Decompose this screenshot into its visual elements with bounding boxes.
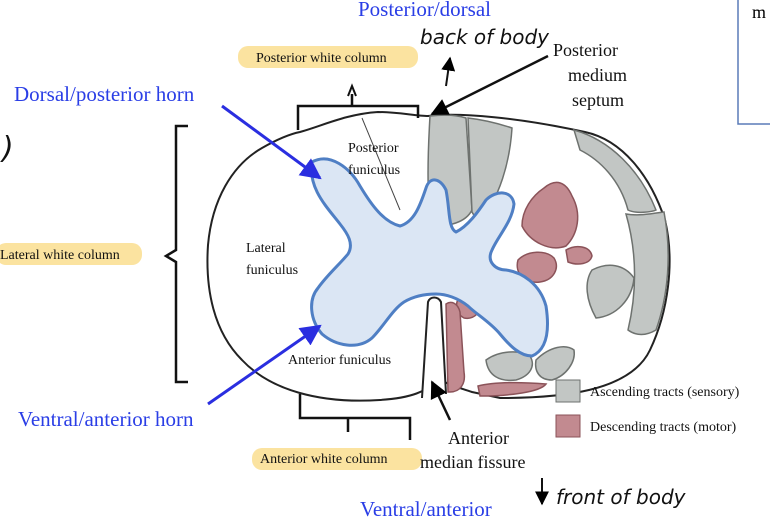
legend-swatch-descending [555,414,581,438]
legend: Ascending tracts (sensory) Descending tr… [555,379,740,438]
posterior-white-column-label: Posterior white column [256,51,387,66]
descending-tracts [445,181,593,397]
ascending-tract-lateral-outer [572,128,657,214]
posterior-median-septum-label-line2: medium [568,65,627,85]
back-of-body-arrow [441,56,456,87]
posterior-dorsal-label: Posterior/dorsal [358,0,491,21]
dorsal-horn-arrow [221,104,322,180]
posterior-septum-arrow [430,54,549,116]
posterior-septum-line [361,117,401,211]
ascending-tracts [427,114,669,382]
posterior-white-column-highlight [238,46,418,68]
descending-tract-small-lateral [565,245,593,265]
ventral-anterior-label: Ventral/anterior [360,497,492,518]
lateral-funiculus-label-line2: funiculus [246,263,298,278]
legend-swatch-ascending [555,379,581,403]
ventral-anterior-horn-label: Ventral/anterior horn [18,407,194,431]
ascending-tract-spinocerebellar [586,264,635,319]
lateral-funiculus-label-line1: Lateral [246,241,286,256]
posterior-median-septum-label-line1: Posterior [553,40,618,60]
anterior-median-fissure-shape [421,296,447,399]
lateral-column-brace [163,124,188,384]
lateral-white-column-label: Lateral white column [0,248,120,263]
posterior-column-brace [296,94,420,130]
ventral-horn-arrow [207,324,322,406]
ascending-tract-anterior-small [485,351,534,382]
grey-matter-butterfly [309,157,549,358]
descending-tract-vestibulospinal [477,381,548,397]
dorsal-posterior-horn-label: Dorsal/posterior horn [14,82,195,106]
corner-note-box [737,0,770,125]
anterior-fissure-arrow [430,380,452,421]
anterior-column-brace [298,394,412,440]
anterior-white-column-label: Anterior white column [260,452,388,467]
lateral-white-column-highlight [0,243,142,265]
legend-label-descending: Descending tracts (motor) [590,420,737,435]
handwritten-paren-fragment: ) [0,131,14,166]
corner-note-fragment: m [752,2,766,22]
anterior-funiculus-label: Anterior funiculus [288,353,391,368]
anterior-white-column-highlight [252,448,422,470]
ascending-tract-anterior-lateral [534,346,575,381]
legend-label-ascending: Ascending tracts (sensory) [590,385,740,400]
descending-tract-anterior-corticospinal [445,301,466,393]
posterior-brace-tip [347,83,357,97]
anterior-median-fissure-label-line1: Anterior [448,428,509,448]
ascending-tract-lateral-band [624,211,669,336]
anterior-median-fissure-label-line2: median fissure [420,452,525,472]
front-of-body-note: front of body [556,485,687,509]
posterior-median-septum-label-line3: septum [572,90,624,110]
posterior-funiculus-label-line1: Posterior [348,141,399,156]
descending-tract-lateral-corticospinal [521,181,579,249]
back-of-body-note: back of body [420,25,550,49]
posterior-funiculus-label-line2: funiculus [348,163,400,178]
